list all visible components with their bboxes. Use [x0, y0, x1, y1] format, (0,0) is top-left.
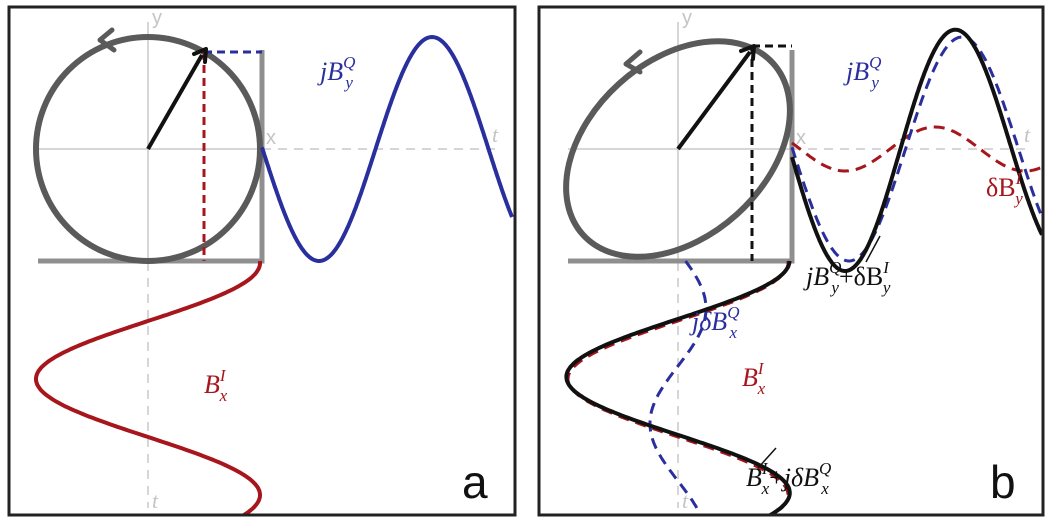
panel-b-frame [537, 5, 1045, 517]
wave-jdBQx [648, 260, 708, 514]
wave-jBQy [260, 34, 514, 263]
axis-label-t-down: t [152, 488, 159, 513]
axis-label-t-down: t [682, 488, 689, 513]
wave-dBIy [791, 125, 1042, 173]
vector-arrowhead-icon [192, 47, 208, 64]
leader-sum-y [865, 235, 881, 263]
wave-jBQy [790, 35, 1042, 263]
field-vector [146, 54, 204, 150]
axis-label-x: x [796, 127, 806, 149]
polarization-circle [33, 34, 263, 264]
rotation-arrow-icon [97, 27, 117, 53]
axis-label-y: y [682, 7, 692, 29]
axis-label-x: x [266, 127, 276, 149]
panel-a-frame [7, 5, 517, 517]
projection-bracket [568, 50, 795, 264]
field-vector [676, 50, 752, 151]
wave-BIx [34, 260, 262, 514]
wave-sum-x [564, 260, 792, 514]
panel-letter-a: a [462, 456, 488, 508]
axis-label-y: y [152, 7, 162, 29]
leader-sum-x [757, 447, 777, 469]
projection-bracket [38, 50, 265, 264]
rotation-arrow-icon [623, 49, 643, 75]
vector-arrowhead-icon [739, 44, 756, 61]
axis-label-t-right: t [1024, 122, 1031, 147]
axis-label-t-right: t [492, 122, 499, 147]
wave-sum-y [790, 27, 1042, 273]
panel-letter-b: b [990, 456, 1016, 508]
polarization-ellipse [563, 38, 793, 260]
